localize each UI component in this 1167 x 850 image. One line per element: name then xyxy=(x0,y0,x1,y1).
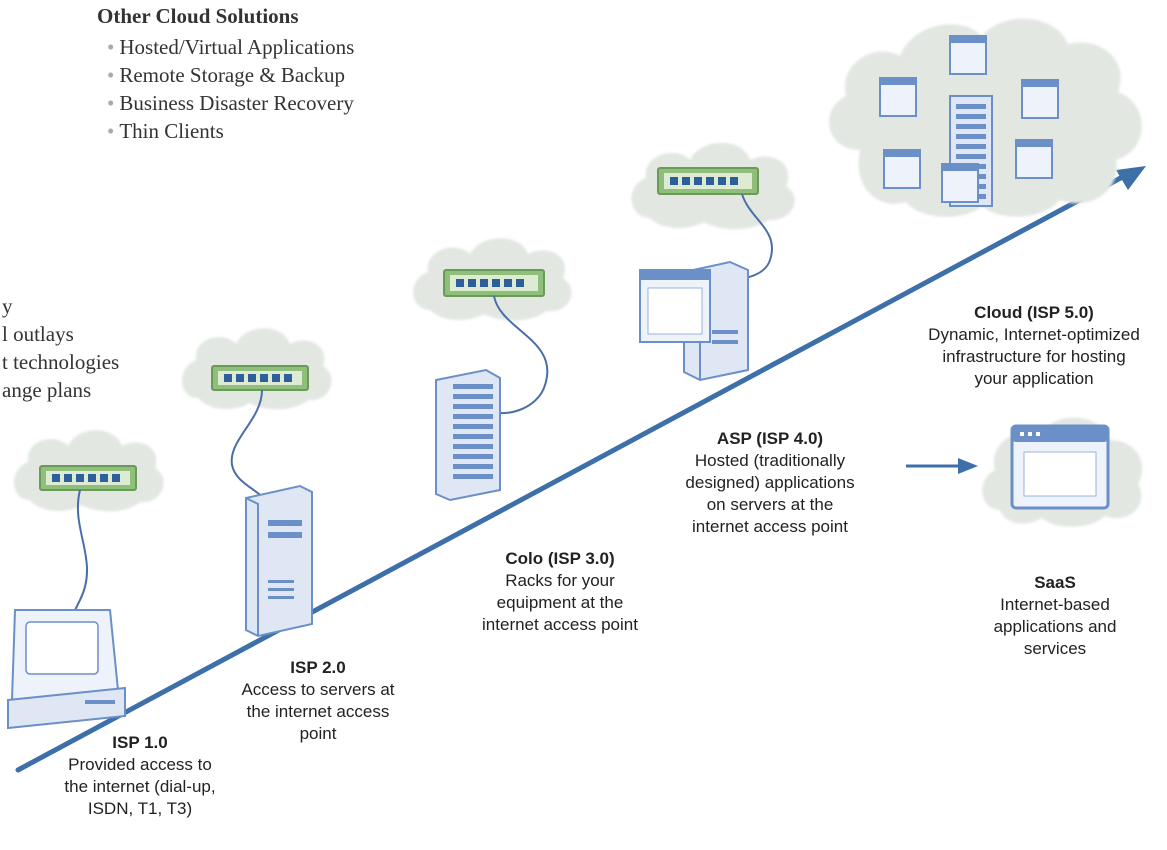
server-rack-icon xyxy=(435,368,501,502)
stage-cloud: Cloud (ISP 5.0) Dynamic, Internet-optimi… xyxy=(905,302,1163,390)
stage-desc-line: the internet (dial-up, xyxy=(64,777,216,796)
stage-desc-line: applications and xyxy=(993,617,1117,636)
list-item: l outlays xyxy=(2,322,74,346)
growth-arrow-icon xyxy=(15,166,1146,773)
list-item: •Business Disaster Recovery xyxy=(107,91,354,115)
list-item: t technologies xyxy=(2,350,120,374)
stage-title: SaaS xyxy=(1034,573,1076,592)
list-item: •Hosted/Virtual Applications xyxy=(107,35,355,59)
stage-desc-line: internet access point xyxy=(482,615,638,634)
application-window-icon xyxy=(1015,139,1053,179)
network-switch-icon xyxy=(443,269,545,297)
server-tower-icon xyxy=(245,484,313,638)
application-window-icon xyxy=(1010,424,1110,510)
cable xyxy=(487,295,549,415)
stage-desc-line: equipment at the xyxy=(496,593,624,612)
stage-desc-line: internet access point xyxy=(692,517,848,536)
arrow-icon xyxy=(906,458,978,474)
stage-desc-line: services xyxy=(1023,639,1087,658)
network-switch-icon xyxy=(211,365,309,391)
other-solutions-list: •Hosted/Virtual Applications •Remote Sto… xyxy=(97,33,354,145)
stage-title: ISP 2.0 xyxy=(290,658,346,677)
stage-title: ISP 1.0 xyxy=(112,733,168,752)
benefits-list: y l outlays t technologies ange plans xyxy=(0,292,119,404)
stage-desc-line: Access to servers at xyxy=(241,680,395,699)
stage-isp2: ISP 2.0 Access to servers at the interne… xyxy=(218,657,418,745)
stage-title: Cloud (ISP 5.0) xyxy=(974,303,1094,322)
stage-desc-line: Provided access to xyxy=(68,755,212,774)
stage-desc-line: the internet access xyxy=(246,702,390,721)
stage-desc-line: Racks for your xyxy=(505,571,615,590)
stage-desc-line: on servers at the xyxy=(706,495,834,514)
bullet-icon: • xyxy=(107,63,115,87)
stage-desc-line: point xyxy=(299,724,337,743)
network-switch-icon xyxy=(39,465,137,491)
application-window-icon xyxy=(883,149,921,189)
stage-desc-line: designed) applications xyxy=(685,473,855,492)
stage-asp: ASP (ISP 4.0) Hosted (traditionally desi… xyxy=(665,428,875,538)
stage-desc-line: Internet-based xyxy=(1000,595,1110,614)
stage-desc-line: Hosted (traditionally xyxy=(694,451,846,470)
stage-desc-line: Dynamic, Internet-optimized xyxy=(928,325,1140,344)
list-item: •Thin Clients xyxy=(107,119,224,143)
bullet-icon: • xyxy=(107,119,115,143)
stage-desc-line: infrastructure for hosting xyxy=(942,347,1126,366)
list-item: ange plans xyxy=(2,378,92,402)
list-item: •Remote Storage & Backup xyxy=(107,63,346,87)
list-item: y xyxy=(2,294,13,318)
cable xyxy=(230,389,269,506)
network-switch-icon xyxy=(657,167,759,195)
application-window-icon xyxy=(879,77,917,117)
application-window-icon xyxy=(639,269,711,343)
stage-desc-line: ISDN, T1, T3) xyxy=(87,799,193,818)
other-cloud-solutions: Other Cloud Solutions •Hosted/Virtual Ap… xyxy=(97,4,354,145)
other-solutions-heading: Other Cloud Solutions xyxy=(97,4,299,28)
application-window-icon xyxy=(949,35,987,75)
stage-desc-line: your application xyxy=(974,369,1094,388)
stage-saas: SaaS Internet-based applications and ser… xyxy=(960,572,1150,660)
desktop-computer-icon xyxy=(7,609,126,730)
stage-colo: Colo (ISP 3.0) Racks for your equipment … xyxy=(460,548,660,636)
stage-title: ASP (ISP 4.0) xyxy=(716,429,824,448)
application-window-icon xyxy=(941,163,979,203)
stage-isp1: ISP 1.0 Provided access to the internet … xyxy=(30,732,250,820)
stage-title: Colo (ISP 3.0) xyxy=(505,549,615,568)
bullet-icon: • xyxy=(107,35,115,59)
bullet-icon: • xyxy=(107,91,115,115)
application-window-icon xyxy=(1021,79,1059,119)
